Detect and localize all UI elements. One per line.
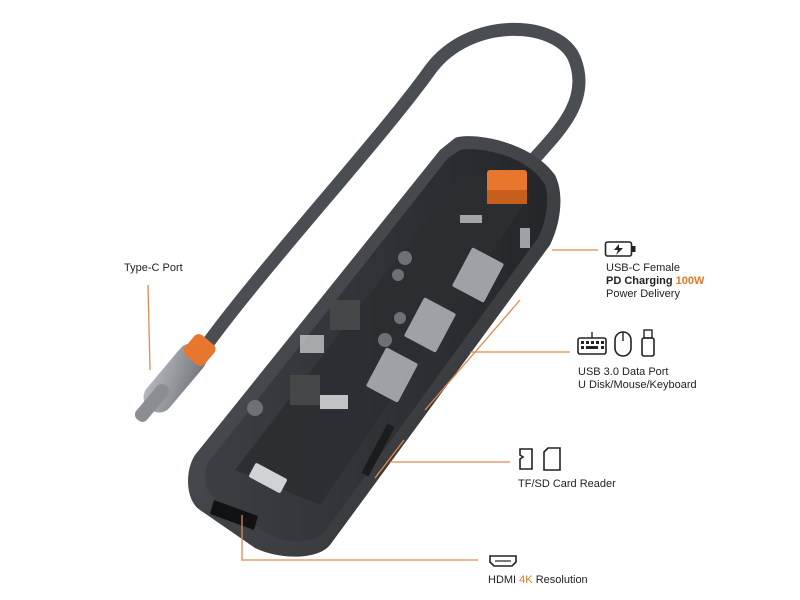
usb-c-female-text: USB-C Female — [606, 262, 680, 274]
tf-card-icon — [519, 448, 533, 470]
hdmi-port-icon — [489, 555, 517, 567]
sd-card-icon — [543, 447, 561, 471]
power-delivery-text: Power Delivery — [606, 288, 680, 300]
battery-charging-icon — [604, 241, 636, 257]
type-c-plug — [134, 334, 216, 422]
mouse-icon — [614, 331, 632, 357]
usb-data-port-label: USB 3.0 Data Port U Disk/Mouse/Keyboard — [578, 366, 697, 392]
hdmi-resolution-value: 4K — [519, 574, 533, 586]
cable — [196, 22, 586, 357]
usb-devices-text: U Disk/Mouse/Keyboard — [578, 379, 697, 391]
pd-charging-prefix: PD Charging — [606, 275, 676, 287]
pd-wattage: 100W — [675, 275, 705, 287]
keyboard-icon — [577, 332, 607, 355]
hdmi-label: HDMI 4K Resolution — [488, 574, 588, 587]
hdmi-prefix: HDMI — [488, 574, 520, 586]
usb-drive-icon — [641, 329, 655, 357]
type-c-port-label: Type-C Port — [124, 262, 183, 274]
callout-leaders — [147, 249, 598, 561]
hub-body — [188, 136, 561, 557]
card-reader-label: TF/SD Card Reader — [518, 478, 616, 490]
usb-data-port-text: USB 3.0 Data Port — [578, 366, 669, 378]
usb-c-pd-label: USB-C Female PD Charging 100W Power Deli… — [606, 262, 704, 301]
hdmi-suffix: Resolution — [532, 574, 588, 586]
pd-charging-text: PD Charging 100W — [606, 275, 704, 288]
